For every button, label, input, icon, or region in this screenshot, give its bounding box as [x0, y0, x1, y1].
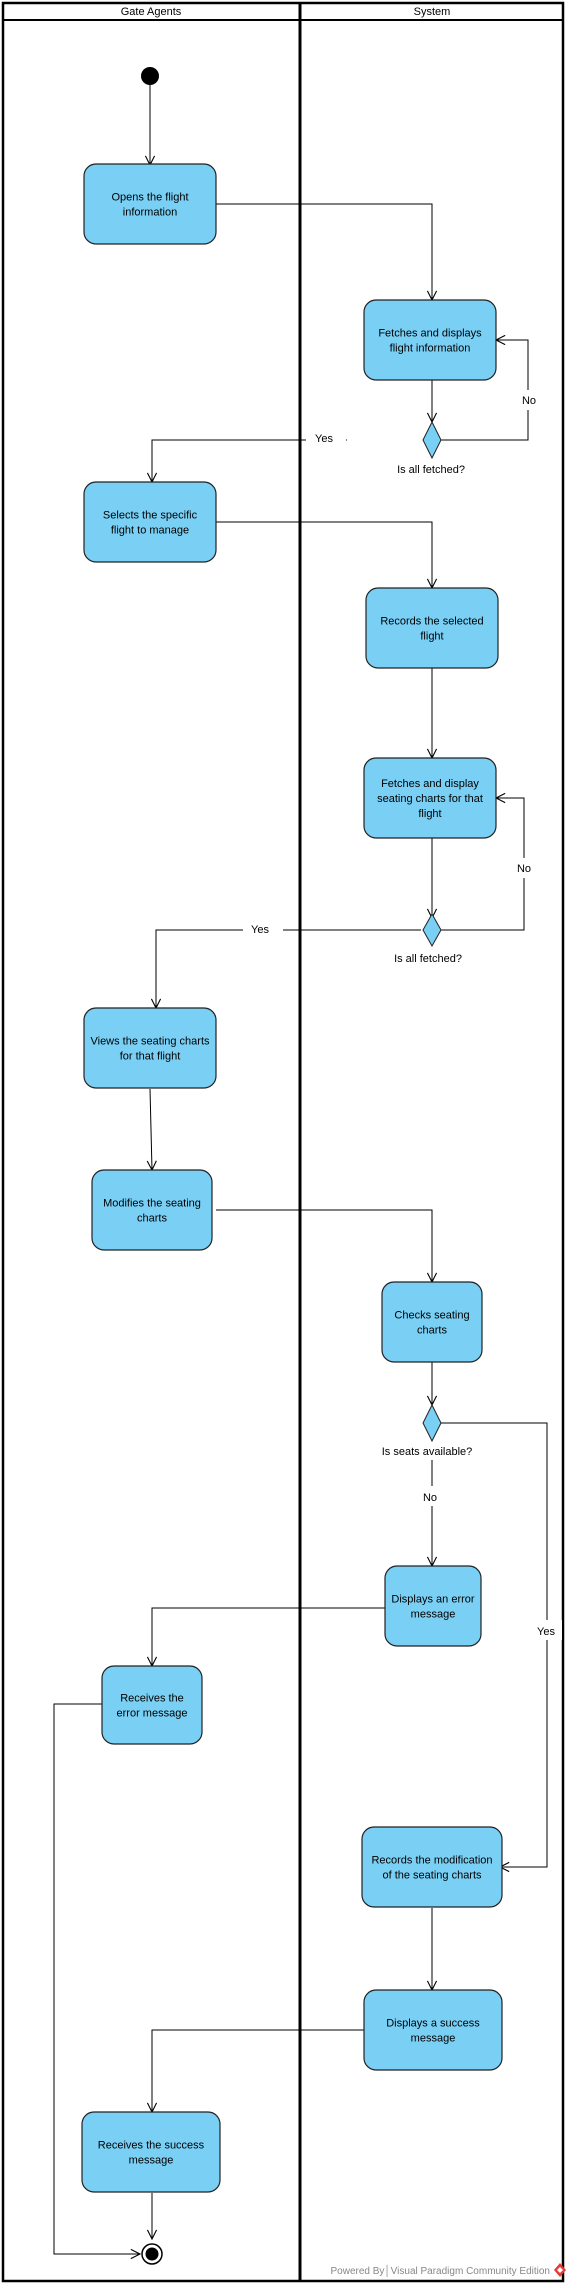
decisions: [422, 420, 442, 1443]
activity-box: [384, 1565, 482, 1647]
guard-labels: Is all fetched? Is all fetched? Is seats…: [382, 464, 473, 1458]
edge-label-d2-yes: Yes: [251, 924, 269, 936]
activity-label: Selects the specific: [103, 510, 198, 522]
activity-display-success: Displays a success message: [363, 1989, 503, 2071]
activity-label: flight: [420, 631, 443, 643]
edge-receive-error-to-end: [53, 1703, 140, 2254]
activity-fetch-seating: Fetches and display seating charts for th…: [363, 757, 497, 839]
edge-d1-yes-to-select: [152, 439, 347, 482]
activity-view-seating: Views the seating charts for that flight: [83, 1007, 217, 1089]
activity-box: [91, 1169, 213, 1251]
activity-label: message: [411, 1609, 456, 1621]
activity-check-seating: Checks seating charts: [381, 1281, 483, 1363]
guard-label-3: Is seats available?: [382, 1446, 473, 1458]
edge-labels: Yes No Yes No No Yes: [251, 395, 555, 1638]
lane-title-gate-agents: Gate Agents: [121, 6, 182, 18]
edge-select-to-record: [216, 521, 432, 588]
activity-receive-error: Receives the error message: [101, 1665, 203, 1745]
edge-label-backgrounds: [243, 390, 562, 1640]
activity-display-error: Displays an error message: [384, 1565, 482, 1647]
footer: Powered By│Visual Paradigm Community Edi…: [331, 2263, 566, 2278]
edge-view-to-modify: [150, 1088, 152, 1170]
activity-label: Views the seating charts: [90, 1036, 210, 1048]
visual-paradigm-logo-icon: [554, 2263, 566, 2277]
activity-record-selected: Records the selected flight: [365, 587, 499, 669]
activity-box: [363, 299, 497, 381]
edge-label-d3-yes: Yes: [537, 1626, 555, 1638]
edge-success-to-receive-success: [152, 2029, 364, 2112]
activity-label: of the seating charts: [382, 1870, 482, 1882]
activity-box: [81, 2111, 221, 2193]
final-node: [141, 2243, 163, 2265]
activity-label: error message: [117, 1708, 188, 1720]
edge-modify-to-check: [216, 1209, 432, 1282]
activity-box: [83, 481, 217, 563]
activity-receive-success: Receives the success message: [81, 2111, 221, 2193]
edge-label-d1-yes: Yes: [315, 433, 333, 445]
activity-label: Records the selected: [380, 616, 483, 628]
edge-d2-yes-to-view: [156, 929, 421, 1008]
activity-label: seating charts for that: [377, 793, 483, 805]
activity-label: flight to manage: [111, 525, 189, 537]
activity-box: [363, 1989, 503, 2071]
edge-label-d3-no: No: [423, 1492, 437, 1504]
activity-label: charts: [417, 1325, 447, 1337]
activity-label: flight: [418, 808, 441, 820]
activity-record-modification: Records the modification of the seating c…: [361, 1826, 503, 1908]
activity-label: for that flight: [120, 1051, 181, 1063]
activity-label: Records the modification: [371, 1855, 492, 1867]
activity-label: Fetches and displays: [378, 328, 482, 340]
activity-label: Displays a success: [386, 2018, 480, 2030]
activity-label: Modifies the seating: [103, 1198, 201, 1210]
activity-label: Receives the success: [98, 2140, 205, 2152]
activity-box: [83, 163, 217, 245]
activity-select-flight: Selects the specific flight to manage: [83, 481, 217, 563]
activity-label: information: [123, 207, 177, 219]
initial-node: [141, 67, 159, 85]
edge-error-to-receive-error: [152, 1607, 385, 1666]
activity-label: charts: [137, 1213, 167, 1225]
guard-label-1: Is all fetched?: [397, 464, 465, 476]
activity-box: [83, 1007, 217, 1089]
activity-label: flight information: [390, 343, 471, 355]
edge-d3-yes-to-record-mod: [441, 1422, 548, 1867]
activity-box: [101, 1665, 203, 1745]
footer-text: Powered By│Visual Paradigm Community Edi…: [331, 2264, 551, 2278]
activity-modify-seating: Modifies the seating charts: [91, 1169, 213, 1251]
activity-box: [361, 1826, 503, 1908]
edges: [53, 85, 548, 2254]
edge-open-to-fetch-info: [216, 203, 432, 300]
activity-box: [363, 757, 497, 839]
activity-label: Opens the flight: [111, 192, 188, 204]
decision-node-2: [422, 912, 442, 948]
activity-fetch-display-info: Fetches and displays flight information: [363, 299, 497, 381]
activity-label: Checks seating: [394, 1310, 469, 1322]
activity-label: Fetches and display: [381, 778, 479, 790]
activity-label: message: [129, 2155, 174, 2167]
guard-label-2: Is all fetched?: [394, 953, 462, 965]
edge-label-d2-no: No: [517, 863, 531, 875]
activity-box: [365, 587, 499, 669]
activity-label: message: [411, 2033, 456, 2045]
decision-node-3: [422, 1403, 442, 1443]
decision-node-1: [422, 420, 442, 460]
activity-label: Receives the: [120, 1693, 184, 1705]
activity-box: [381, 1281, 483, 1363]
lane-title-system: System: [414, 6, 451, 18]
activity-opens-flight-info: Opens the flight information: [83, 163, 217, 245]
activity-label: Displays an error: [391, 1594, 474, 1606]
edge-label-d1-no: No: [522, 395, 536, 407]
